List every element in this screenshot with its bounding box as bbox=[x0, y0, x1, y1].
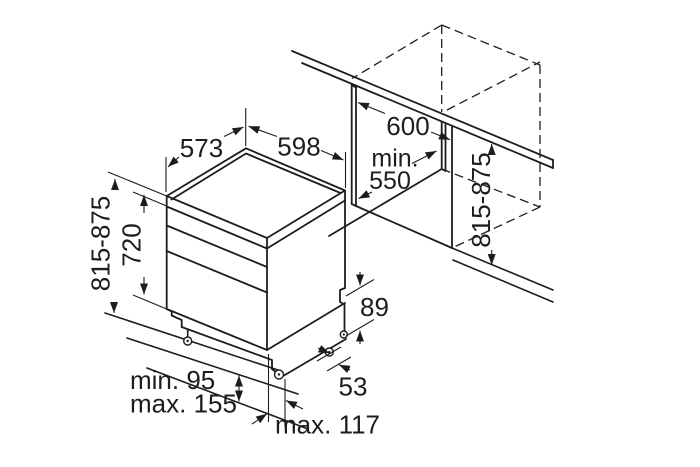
dim-label-min-95: min. 95 bbox=[130, 365, 215, 395]
niche-dashed-box bbox=[351, 24, 541, 249]
dimension-extension-lines bbox=[107, 108, 375, 427]
dim-label-89: 89 bbox=[360, 292, 389, 322]
countertop bbox=[291, 50, 554, 169]
dim-label-598: 598 bbox=[277, 132, 320, 162]
dimension-labels: 573 598 600 min. 550 815-875 720 815-875… bbox=[86, 111, 497, 440]
dim-label-815-875-right: 815-875 bbox=[466, 152, 496, 247]
floor-lines bbox=[104, 247, 554, 430]
dim-label-720: 720 bbox=[117, 223, 147, 266]
dim-label-550: 550 bbox=[369, 167, 411, 195]
dim-label-600: 600 bbox=[386, 111, 429, 141]
dishwasher-drawing bbox=[165, 147, 348, 380]
dim-label-max-117: max. 117 bbox=[275, 410, 380, 440]
dim-label-min: min. bbox=[371, 145, 418, 173]
dim-label-53: 53 bbox=[339, 372, 368, 402]
dim-label-max-155: max. 155 bbox=[130, 389, 237, 419]
dim-label-815-875-left: 815-875 bbox=[86, 196, 116, 291]
niche-side-panel bbox=[328, 84, 453, 249]
dim-label-573: 573 bbox=[180, 133, 223, 163]
dimension-arrows bbox=[110, 101, 496, 425]
